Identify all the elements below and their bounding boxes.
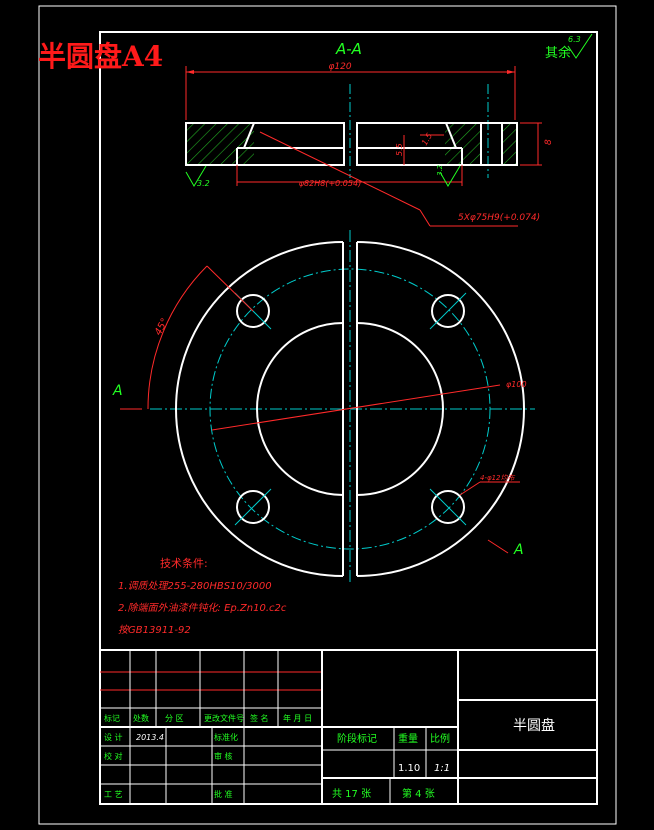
tb-sheet-no: 第 4 张 bbox=[402, 787, 435, 800]
inner-bore-left bbox=[256, 322, 344, 496]
tb-total-sheets: 共 17 张 bbox=[332, 788, 371, 800]
tb-date: 年 月 日 bbox=[283, 713, 312, 723]
tech-item: 按GB13911-92 bbox=[118, 624, 191, 636]
inner-border bbox=[99, 31, 598, 805]
section-view: A-A φ120 8 5.5 1.5 bbox=[185, 40, 554, 227]
cut-label-right: A bbox=[513, 542, 524, 558]
tech-heading: 技术条件: bbox=[160, 556, 208, 570]
roughness-right: 3.2 bbox=[436, 164, 444, 176]
tb-standardization: 标准化 bbox=[214, 732, 238, 742]
outer-edge-right bbox=[356, 241, 525, 577]
bolt-hole bbox=[431, 490, 465, 524]
dim-chamfer: 1.5 bbox=[420, 131, 434, 147]
tb-scale: 比例 bbox=[430, 732, 450, 745]
tb-process: 工 艺 bbox=[104, 790, 123, 799]
left-section-hatch bbox=[186, 123, 254, 165]
tb-stage-mark: 阶段标记 bbox=[337, 732, 377, 745]
sheet-title: 半圆盘A4 bbox=[38, 40, 163, 73]
title-block-text: 标记 处数 分 区 更改文件号 签 名 年 月 日 设 计 2013.4 标准化… bbox=[104, 713, 450, 800]
dim-height-right: 8 bbox=[544, 139, 554, 145]
tb-weight-value: 1.10 bbox=[398, 763, 420, 774]
dim-bolt-circle: 5Xφ75H9(+0.074) bbox=[458, 213, 540, 223]
dim-pcd: φ100 bbox=[506, 380, 527, 389]
tb-checker: 审 核 bbox=[214, 751, 233, 761]
section-label: A-A bbox=[335, 40, 362, 58]
outer-border bbox=[38, 5, 617, 825]
tb-change-doc: 更改文件号 bbox=[204, 713, 244, 723]
tb-mark: 标记 bbox=[104, 713, 120, 723]
dim-holes: 4-φ12均布 bbox=[480, 474, 516, 482]
dim-height-small: 5.5 bbox=[395, 143, 404, 156]
bolt-holes bbox=[234, 292, 467, 526]
tb-zone: 分 区 bbox=[165, 714, 184, 723]
tb-designer-date: 2013.4 bbox=[136, 733, 164, 742]
part-name: 半圆盘 bbox=[513, 717, 555, 734]
tb-count: 处数 bbox=[133, 713, 149, 723]
bolt-hole bbox=[431, 294, 465, 328]
tb-approve: 批 准 bbox=[214, 789, 233, 799]
tb-drafter: 校 对 bbox=[104, 751, 123, 761]
plan-view: 45° φ100 4-φ12均布 A A bbox=[112, 230, 535, 585]
roughness-other-value: 6.3 bbox=[568, 35, 581, 44]
tech-requirements: 技术条件: 1.调质处理255-280HBS10/3000 2.除端面外油漆件钝… bbox=[118, 556, 287, 636]
tech-item: 1.调质处理255-280HBS10/3000 bbox=[118, 580, 272, 592]
roughness-left: 3.2 bbox=[197, 179, 210, 188]
outer-edge-left bbox=[175, 241, 344, 577]
tb-weight: 重量 bbox=[398, 732, 418, 745]
inner-bore-right bbox=[356, 322, 444, 496]
roughness-other-label: 其余 bbox=[545, 45, 571, 61]
dim-bore: φ82H8(+0.054) bbox=[299, 179, 361, 188]
dim-overall: φ120 bbox=[328, 62, 351, 72]
tb-scale-value: 1:1 bbox=[434, 763, 450, 774]
tb-signature: 签 名 bbox=[250, 713, 269, 723]
bolt-hole bbox=[236, 294, 270, 328]
cut-label-left: A bbox=[112, 383, 123, 399]
bolt-hole bbox=[236, 490, 270, 524]
title-block bbox=[99, 649, 598, 805]
tech-item: 2.除端面外油漆件钝化: Ep.Zn10.c2c bbox=[118, 602, 287, 614]
pitch-circle bbox=[209, 268, 491, 550]
tb-designer: 设 计 bbox=[104, 732, 123, 742]
